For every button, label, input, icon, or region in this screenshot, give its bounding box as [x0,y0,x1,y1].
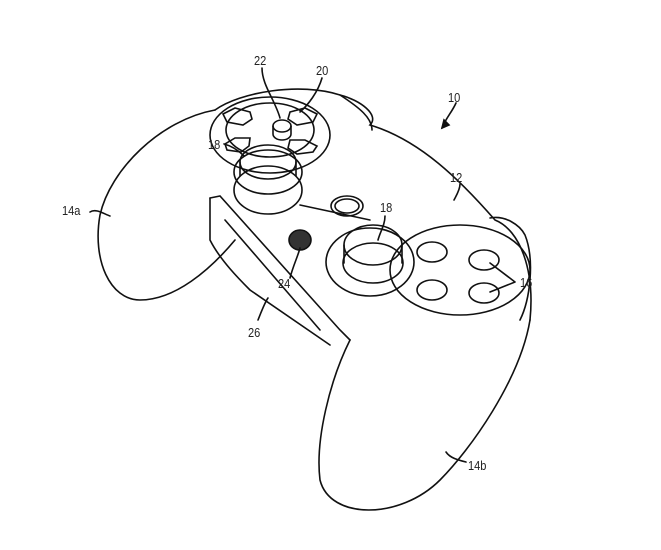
label-22: 22 [254,53,267,68]
dpad-ring [209,96,331,174]
label-10: 10 [448,90,461,105]
face-button-2 [468,249,500,271]
label-20: 20 [316,63,329,78]
face-button-ring [389,224,531,316]
face-button-4 [468,282,500,304]
label-14b: 14b [468,458,487,473]
right-grip [318,319,531,511]
label-24: 24 [278,276,291,291]
dpad-up-left [221,107,253,126]
speaker-grille [288,229,312,251]
label-14a: 14a [62,203,81,218]
select-button [330,195,364,217]
right-analog-stick [325,227,415,297]
face-button-3 [416,279,448,301]
center-button [272,119,292,133]
dpad-down-left [224,137,251,153]
label-18-left: 18 [208,137,221,152]
controller-body [214,88,532,321]
label-12: 12 [450,170,463,185]
dpad-down-right [287,139,319,155]
left-grip [97,109,236,301]
label-26: 26 [248,325,261,340]
label-16: 16 [520,275,533,290]
left-analog-stick [233,149,303,195]
label-18-right: 18 [380,200,393,215]
face-button-1 [416,241,448,263]
